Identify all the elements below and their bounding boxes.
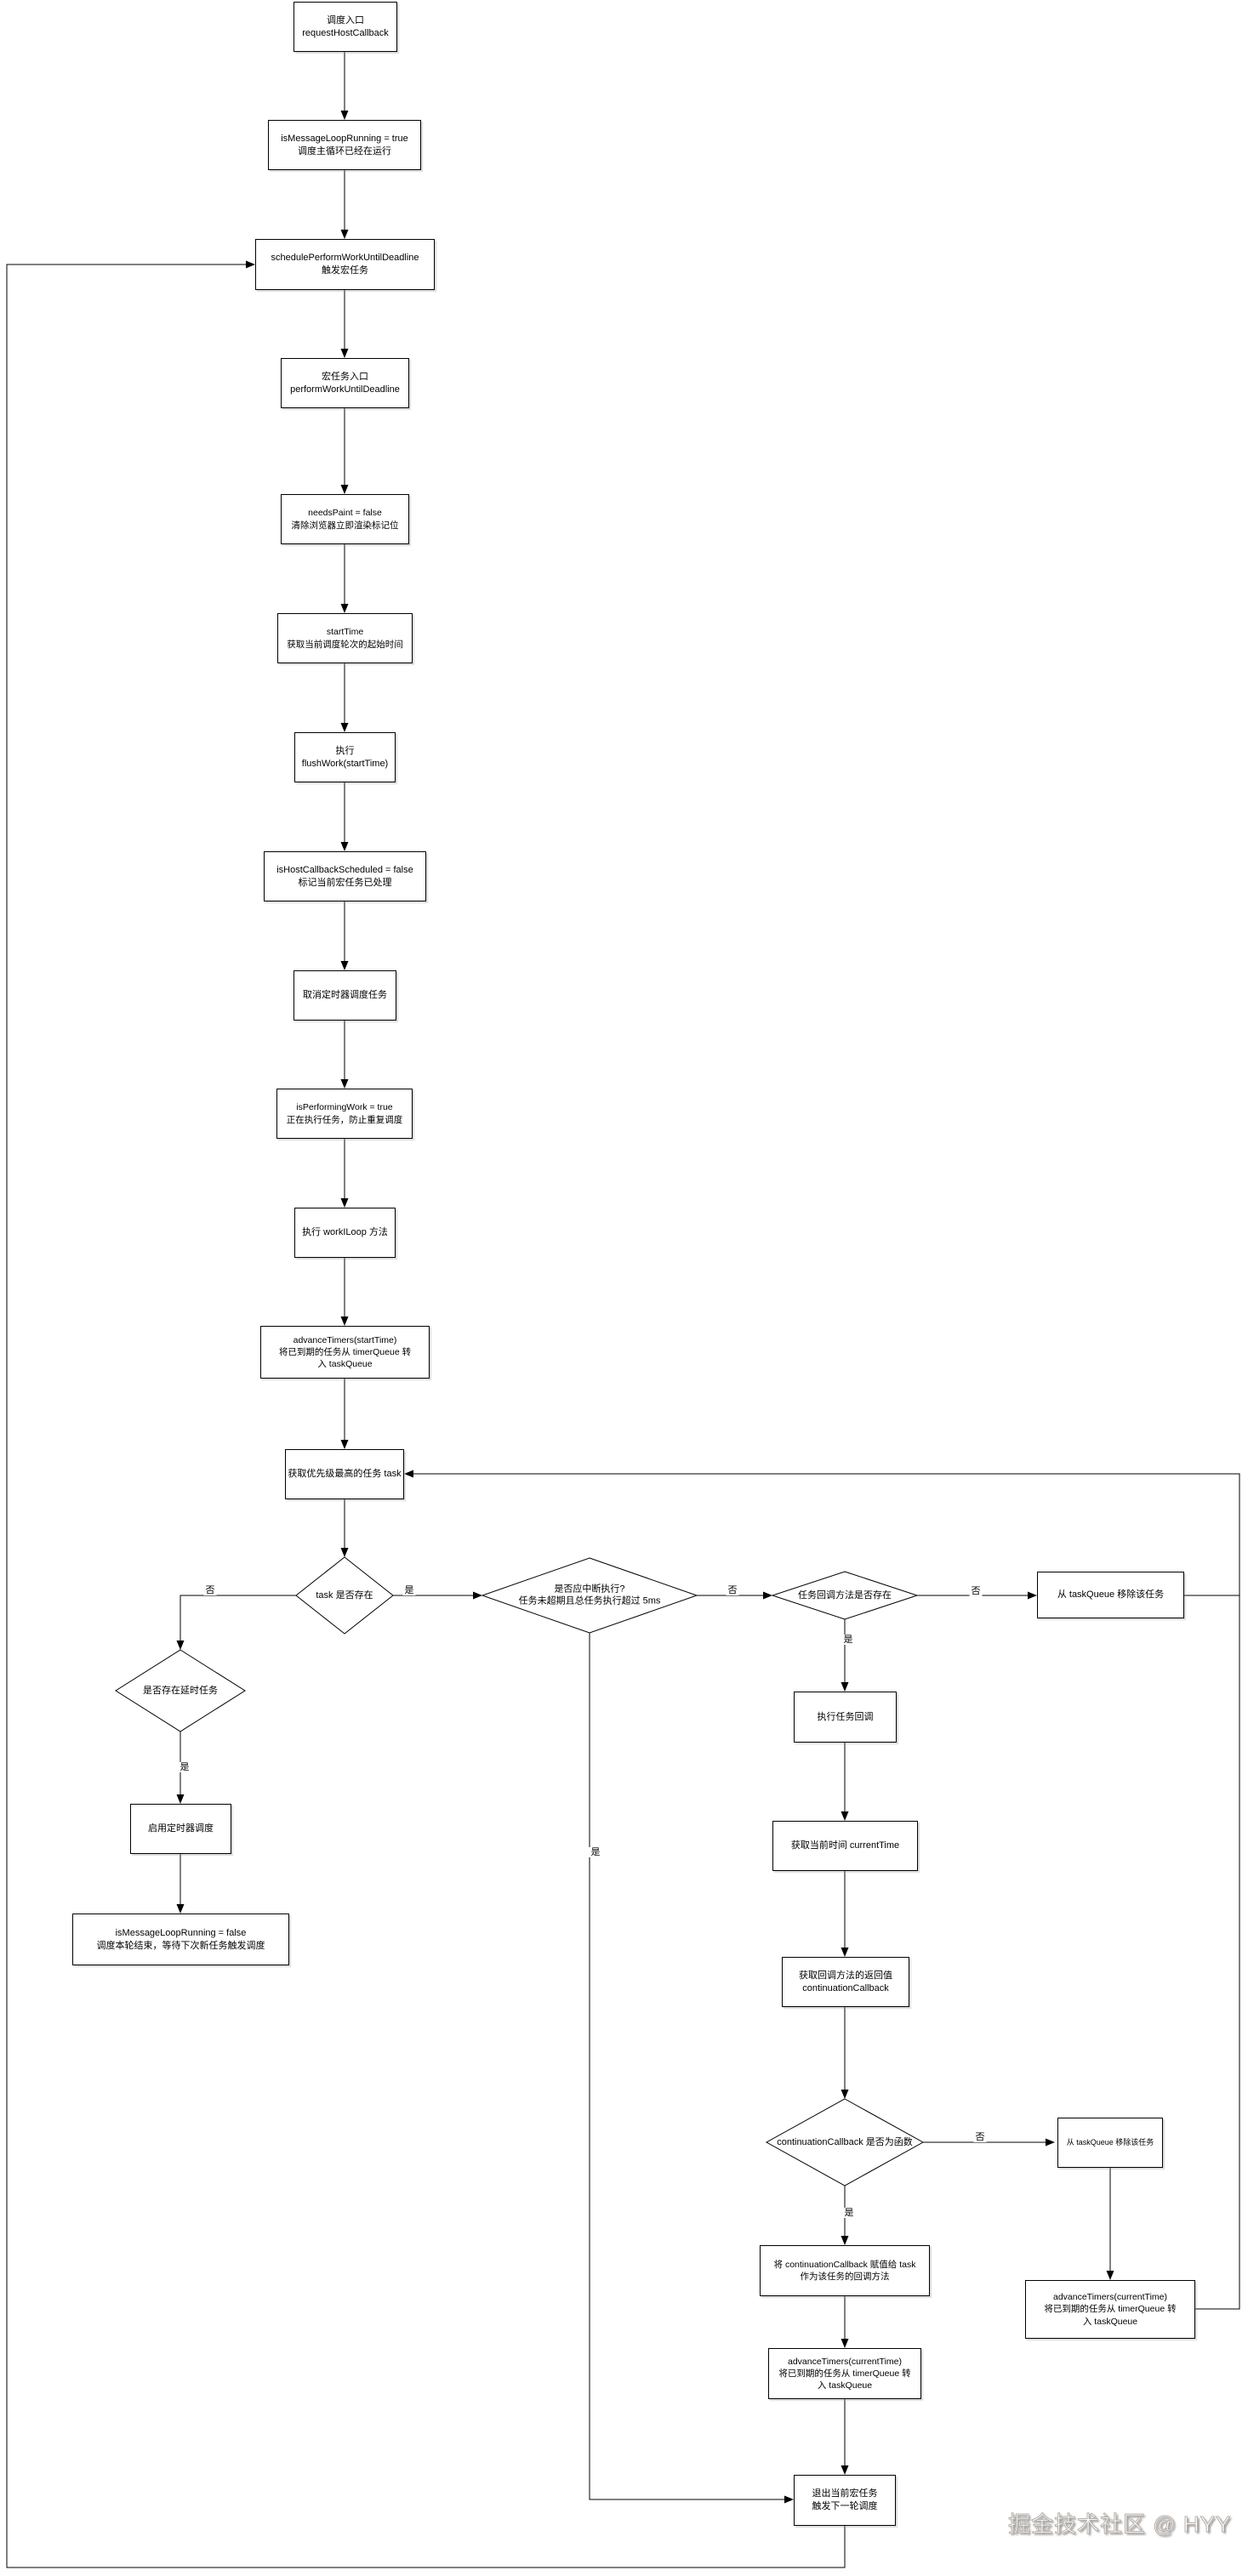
node-message-loop-running-false-label: isMessageLoopRunning = false 调度本轮结束，等待下次… <box>96 1927 265 1951</box>
node-macrotask-entry-label: 宏任务入口 performWorkUntilDeadline <box>290 371 400 395</box>
node-get-current-time: 获取当前时间 currentTime <box>772 1821 918 1871</box>
decision-task-exists-label: task 是否存在 <box>316 1589 373 1601</box>
decision-callback-exists: 任务回调方法是否存在 <box>777 1589 913 1601</box>
node-schedule-entry-label: 调度入口 requestHostCallback <box>302 14 389 38</box>
edge-exit-loop-schedule <box>6 260 846 2568</box>
edge-label-yes-delayed-task: 是 <box>178 1761 191 1773</box>
node-assign-continuation-callback-label: 将 continuationCallback 赋值给 task 作为该任务的回调… <box>773 2259 916 2282</box>
node-macrotask-entry: 宏任务入口 performWorkUntilDeadline <box>281 358 409 408</box>
decision-should-yield-shape <box>481 1557 698 1634</box>
node-advance-timers-start-label: advanceTimers(startTime) 将已到期的任务从 timerQ… <box>278 1334 412 1370</box>
decision-continuation-is-function-label: continuationCallback 是否为函数 <box>777 2136 913 2147</box>
node-start-time: startTime 获取当前调度轮次的起始时间 <box>277 613 413 663</box>
edge-label-no-callback-exists: 否 <box>969 1585 983 1597</box>
node-message-loop-running-false: isMessageLoopRunning = false 调度本轮结束，等待下次… <box>72 1914 289 1965</box>
decision-should-yield-label: 是否应中断执行? 任务未超期且总任务执行超过 5ms <box>518 1584 661 1606</box>
node-remove-task-from-queue-2: 从 taskQueue 移除该任务 <box>1057 2118 1163 2168</box>
node-schedule-entry: 调度入口 requestHostCallback <box>293 2 397 52</box>
edge-label-yes-callback-exists: 是 <box>841 1634 855 1646</box>
node-needs-paint-false: needsPaint = false 清除浏览器立即渲染标记位 <box>281 494 409 544</box>
node-cancel-timer-task-label: 取消定时器调度任务 <box>303 990 387 1001</box>
decision-callback-exists-label: 任务回调方法是否存在 <box>798 1589 892 1601</box>
edge-taskexists-no-delayed <box>176 1595 296 1650</box>
edge-label-no-continuation-fn: 否 <box>973 2131 987 2143</box>
node-assign-continuation-callback: 将 continuationCallback 赋值给 task 作为该任务的回调… <box>760 2245 930 2296</box>
node-advance-timers-current-right-label: advanceTimers(currentTime) 将已到期的任务从 time… <box>1044 2292 1177 2327</box>
edge-label-yes-should-yield: 是 <box>589 1846 602 1858</box>
node-exit-macrotask: 退出当前宏任务 触发下一轮调度 <box>794 2475 896 2526</box>
node-advance-timers-current-mid: advanceTimers(currentTime) 将已到期的任务从 time… <box>768 2348 921 2399</box>
node-start-time-label: startTime 获取当前调度轮次的起始时间 <box>287 627 403 650</box>
node-advance-timers-start: advanceTimers(startTime) 将已到期的任务从 timerQ… <box>260 1326 430 1379</box>
node-flush-work-label: 执行 flushWork(startTime) <box>301 745 389 769</box>
node-message-loop-running-true: isMessageLoopRunning = true 调度主循环已经在运行 <box>268 120 421 170</box>
node-is-performing-work-true-label: isPerformingWork = true 正在执行任务，防止重复调度 <box>286 1102 403 1125</box>
edge-label-no-should-yield: 否 <box>726 1584 739 1596</box>
decision-delayed-task-shape <box>115 1649 246 1732</box>
node-work-loop-label: 执行 workILoop 方法 <box>302 1227 388 1238</box>
node-peek-highest-priority-task: 获取优先级最高的任务 task <box>285 1449 404 1499</box>
node-cancel-timer-task: 取消定时器调度任务 <box>293 970 396 1021</box>
watermark: 掘金技术社区 @ HYY <box>1007 2511 1232 2538</box>
node-remove-task-from-queue-2-label: 从 taskQueue 移除该任务 <box>1066 2137 1154 2147</box>
node-get-continuation-callback-label: 获取回调方法的返回值 continuationCallback <box>799 1970 892 1993</box>
decision-continuation-is-function: continuationCallback 是否为函数 <box>768 2136 921 2148</box>
edge-label-yes-continuation-fn: 是 <box>842 2207 856 2219</box>
decision-task-exists: task 是否存在 <box>299 1589 390 1601</box>
node-is-performing-work-true: isPerformingWork = true 正在执行任务，防止重复调度 <box>276 1089 413 1139</box>
node-message-loop-running-true-label: isMessageLoopRunning = true 调度主循环已经在运行 <box>281 133 408 156</box>
node-schedule-perform-work-label: schedulePerformWorkUntilDeadline 触发宏任务 <box>271 253 419 276</box>
node-remove-task-from-queue-1: 从 taskQueue 移除该任务 <box>1037 1572 1184 1618</box>
node-enable-timer-schedule: 启用定时器调度 <box>130 1804 231 1854</box>
edge-shouldyield-yes-exit <box>589 1633 794 2504</box>
node-enable-timer-schedule-label: 启用定时器调度 <box>148 1823 214 1834</box>
edge-label-yes-task-exists: 是 <box>402 1584 416 1596</box>
decision-task-exists-shape <box>295 1556 394 1635</box>
decision-delayed-task-exists: 是否存在延时任务 <box>121 1685 240 1697</box>
node-run-task-callback-label: 执行任务回调 <box>817 1711 874 1722</box>
node-work-loop: 执行 workILoop 方法 <box>294 1208 396 1258</box>
edge-advanceright-loop-peektask <box>404 1470 1240 2310</box>
node-advance-timers-current-right: advanceTimers(currentTime) 将已到期的任务从 time… <box>1025 2280 1195 2339</box>
node-get-continuation-callback: 获取回调方法的返回值 continuationCallback <box>782 1957 909 2007</box>
node-needs-paint-false-label: needsPaint = false 清除浏览器立即渲染标记位 <box>291 508 399 531</box>
node-peek-highest-priority-task-label: 获取优先级最高的任务 task <box>288 1469 402 1480</box>
decision-delayed-task-exists-label: 是否存在延时任务 <box>143 1685 218 1696</box>
decision-continuation-fn-shape <box>765 2098 925 2186</box>
node-run-task-callback: 执行任务回调 <box>794 1692 897 1743</box>
node-remove-task-from-queue-1-label: 从 taskQueue 移除该任务 <box>1057 1589 1165 1601</box>
node-schedule-perform-work: schedulePerformWorkUntilDeadline 触发宏任务 <box>255 239 435 290</box>
node-get-current-time-label: 获取当前时间 currentTime <box>790 1840 900 1851</box>
decision-should-yield: 是否应中断执行? 任务未超期且总任务执行超过 5ms <box>487 1584 692 1608</box>
edge-label-no-task-exists: 否 <box>203 1584 217 1596</box>
node-exit-macrotask-label: 退出当前宏任务 触发下一轮调度 <box>812 2488 878 2511</box>
node-host-callback-scheduled-false-label: isHostCallbackScheduled = false 标记当前宏任务已… <box>276 864 413 888</box>
node-host-callback-scheduled-false: isHostCallbackScheduled = false 标记当前宏任务已… <box>264 851 426 901</box>
node-advance-timers-current-mid-label: advanceTimers(currentTime) 将已到期的任务从 time… <box>778 2356 911 2391</box>
decision-callback-exists-shape <box>771 1571 919 1620</box>
node-flush-work: 执行 flushWork(startTime) <box>294 732 396 782</box>
